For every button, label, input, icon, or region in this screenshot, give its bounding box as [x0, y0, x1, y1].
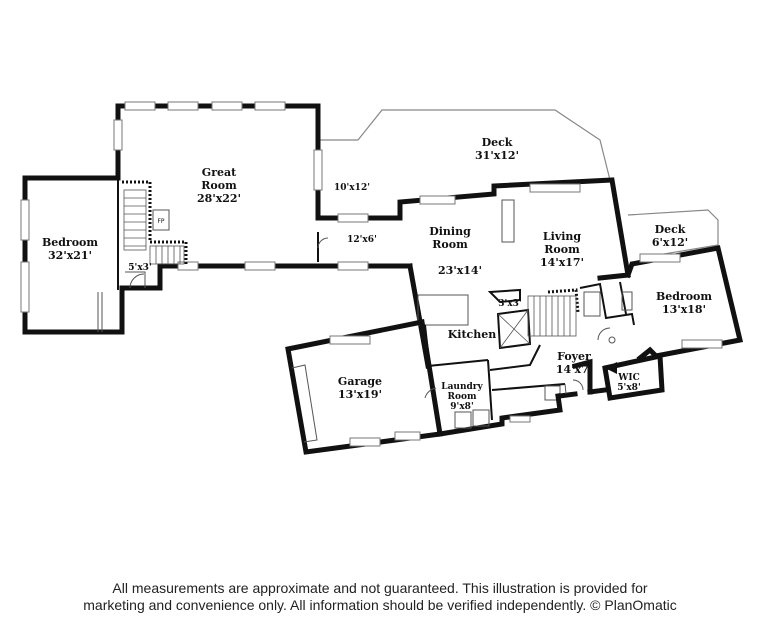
- wic-name: WIC: [617, 373, 639, 383]
- great-room-name-1: Great: [202, 166, 237, 179]
- kitchen-label: Kitchen: [448, 328, 497, 341]
- living-room-size: 14'x17': [540, 256, 584, 269]
- area-12x6-label: 12'x6': [347, 235, 377, 245]
- deck-main-outline: [318, 109, 611, 181]
- foyer-name: Foyer: [557, 350, 591, 363]
- deck-right-size: 6'x12': [652, 236, 688, 249]
- bedroom-left-walls: [20, 175, 138, 335]
- great-room-stairs: [122, 180, 188, 266]
- garage-size: 13'x19': [338, 388, 382, 401]
- laundry-name-2: Room: [447, 392, 476, 402]
- living-room-name-1: Living: [543, 230, 581, 243]
- bedroom-left-name: Bedroom: [42, 236, 98, 249]
- closet-3x3-label: 3'x3': [498, 299, 521, 309]
- laundry-name-1: Laundry: [441, 382, 483, 392]
- disclaimer: All measurements are approximate and not…: [0, 580, 760, 614]
- deck-main-size: 31'x12': [475, 149, 519, 162]
- great-room-walls: [113, 101, 413, 291]
- dining-room-name-1: Dining: [429, 225, 471, 238]
- dining-living-size: 23'x14': [438, 264, 482, 277]
- kitchen-foyer-walls: [427, 288, 608, 421]
- deck-right-name: Deck: [655, 223, 686, 236]
- bedroom-right-name: Bedroom: [656, 290, 712, 303]
- bedroom-right-size: 13'x18': [662, 303, 706, 316]
- closet-5x3-label: 5'x3': [128, 263, 151, 273]
- foyer-size: 14'x7': [556, 363, 592, 376]
- deck-main-name: Deck: [482, 136, 513, 149]
- bedroom-right-walls: [579, 245, 744, 362]
- living-room-name-2: Room: [544, 243, 580, 256]
- bedroom-left-size: 32'x21': [48, 249, 92, 262]
- area-10x12-label: 10'x12': [334, 183, 370, 193]
- wic-walls: [602, 352, 665, 401]
- fireplace-label: FP: [157, 218, 164, 225]
- dining-room-name-2: Room: [432, 238, 468, 251]
- laundry-size: 9'x8': [450, 402, 473, 412]
- deck-right-outline: [627, 209, 719, 259]
- wic-size: 5'x8': [617, 383, 640, 393]
- disclaimer-line-2: marketing and convenience only. All info…: [83, 597, 677, 613]
- great-room-name-2: Room: [201, 179, 237, 192]
- disclaimer-line-1: All measurements are approximate and not…: [112, 580, 648, 596]
- laundry-walls: [424, 387, 563, 437]
- garage-name: Garage: [338, 375, 382, 388]
- great-room-size: 28'x22': [197, 192, 241, 205]
